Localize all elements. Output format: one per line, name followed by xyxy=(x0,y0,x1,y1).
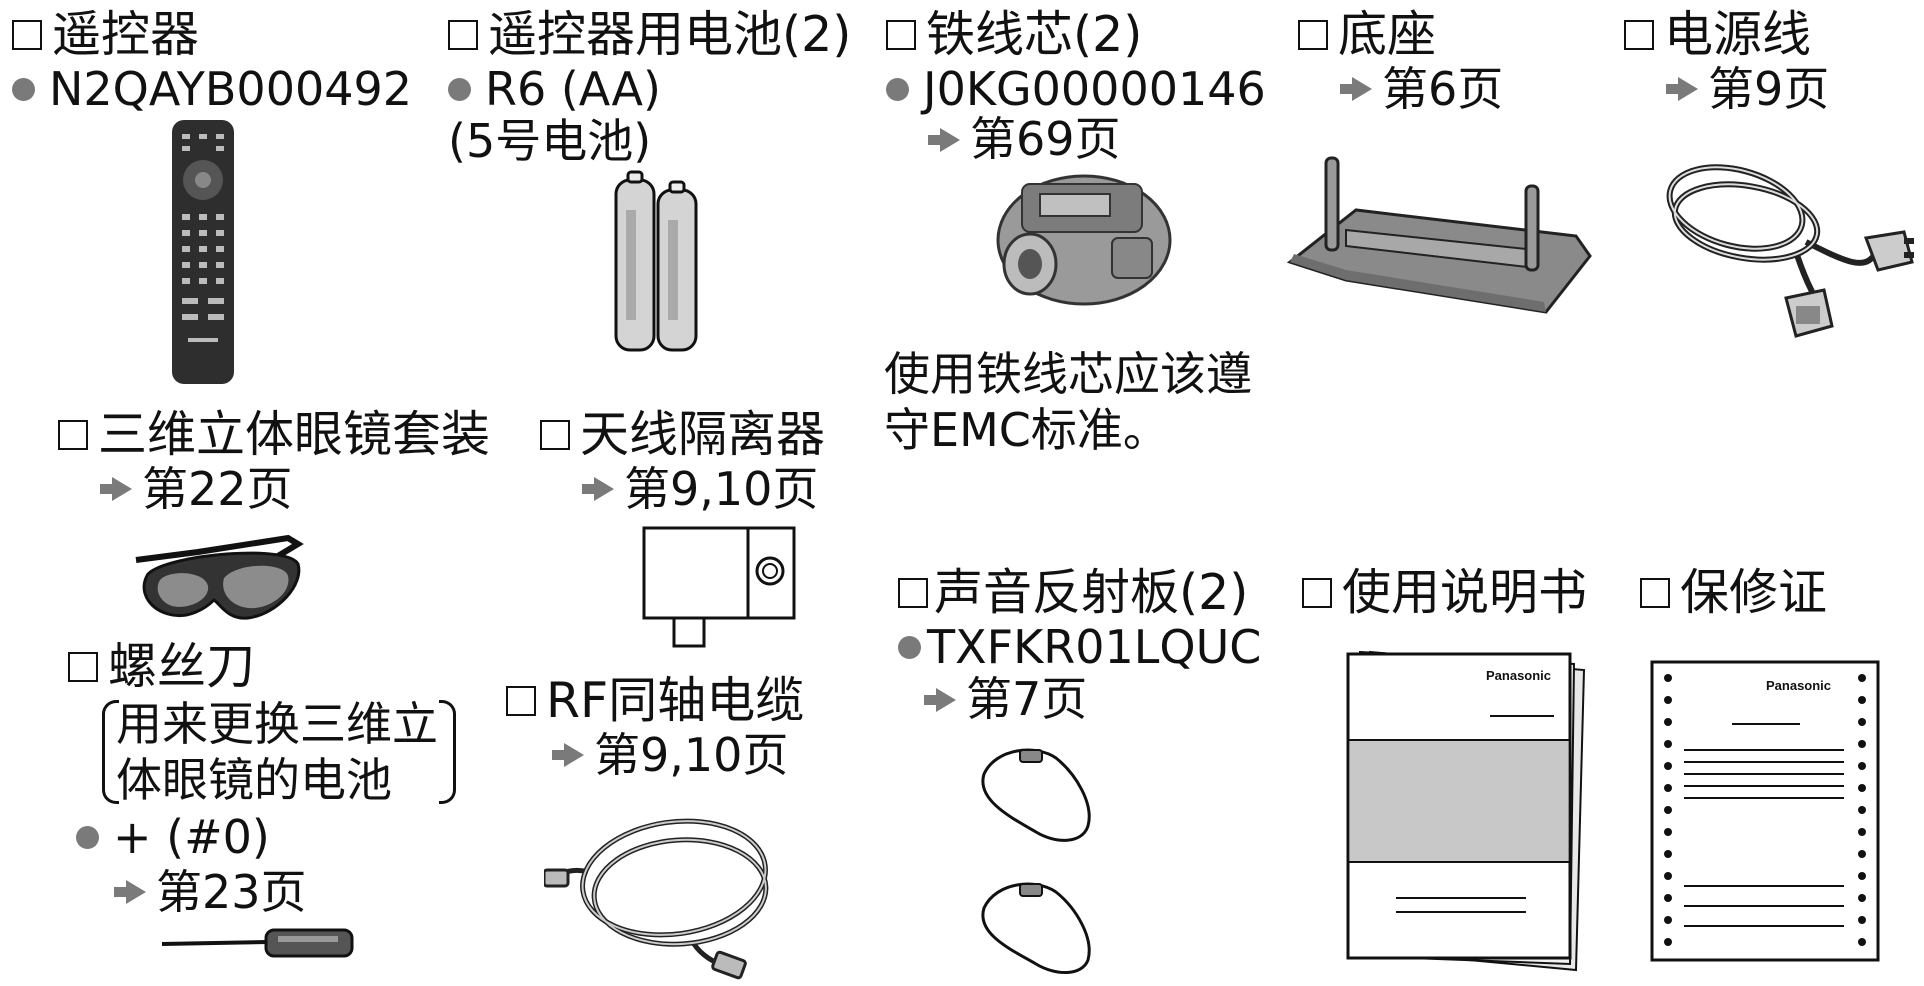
item-title: 天线隔离器 xyxy=(580,406,826,463)
arrow-icon xyxy=(922,687,962,712)
arrow-icon xyxy=(1338,77,1378,102)
arrow-icon xyxy=(550,743,590,768)
model-number: J0KG00000146 xyxy=(923,61,1266,116)
model-number: + (#0) xyxy=(113,810,270,865)
page-reference: 第22页 xyxy=(142,461,293,516)
note-line: 体眼镜的电池 xyxy=(116,753,392,807)
battery-icon xyxy=(614,170,698,352)
item-3d-glasses: 三维立体眼镜套装 第22页 xyxy=(58,408,490,514)
page-reference: 第9,10页 xyxy=(594,727,789,782)
checkbox xyxy=(1298,19,1328,50)
screwdriver-icon xyxy=(161,928,354,958)
checkbox xyxy=(448,19,478,50)
checkbox xyxy=(886,19,916,50)
item-title: 螺丝刀 xyxy=(108,638,256,695)
item-stand: 底座 第6页 xyxy=(1298,8,1503,114)
paren-note: 用来更换三维立 体眼镜的电池 xyxy=(102,696,456,808)
antenna-isolator-icon xyxy=(642,526,796,648)
manual-icon: Panasonic xyxy=(1346,650,1586,972)
item-title: 遥控器 xyxy=(52,6,200,63)
warranty-card-icon: Panasonic xyxy=(1650,660,1880,962)
item-rf-cable: RF同轴电缆 第9,10页 xyxy=(506,674,804,780)
item-title: 电源线 xyxy=(1664,6,1812,63)
item-note: (5号电池) xyxy=(448,114,652,169)
ferrite-note: 使用铁线芯应该遵 守EMC标准。 xyxy=(884,346,1252,458)
arrow-icon xyxy=(1664,77,1704,102)
item-title: 遥控器用电池(2) xyxy=(488,6,852,63)
item-title: RF同轴电缆 xyxy=(546,672,805,729)
item-ferrite-core: 铁线芯(2) J0KG00000146 第69页 xyxy=(886,8,1266,165)
item-title: 底座 xyxy=(1338,6,1437,63)
coax-cable-icon xyxy=(544,818,769,980)
page-reference: 第9,10页 xyxy=(624,461,819,516)
item-warranty: 保修证 xyxy=(1640,566,1827,620)
tv-stand-icon xyxy=(1286,156,1592,314)
checkbox xyxy=(68,651,98,682)
checkbox xyxy=(1302,577,1332,608)
model-number: N2QAYB000492 xyxy=(49,61,413,116)
bullet-dot xyxy=(898,635,921,659)
item-remote: 遥控器 N2QAYB000492 xyxy=(12,8,412,114)
checkbox xyxy=(1624,19,1654,50)
page-reference: 第9页 xyxy=(1708,61,1830,116)
ferrite-core-icon xyxy=(996,174,1172,306)
page-reference: 第7页 xyxy=(966,672,1088,727)
checkbox xyxy=(506,685,536,716)
checkbox xyxy=(12,19,42,50)
power-cord-icon xyxy=(1666,164,1914,338)
checkbox xyxy=(58,419,88,450)
arrow-icon xyxy=(580,477,620,502)
checkbox xyxy=(1640,577,1670,608)
checkbox xyxy=(898,577,928,608)
page-reference: 第69页 xyxy=(970,112,1121,167)
brand-logo: Panasonic xyxy=(1486,668,1551,683)
item-screwdriver: 螺丝刀 用来更换三维立 体眼镜的电池 + (#0) 第23页 xyxy=(68,640,456,917)
arrow-icon xyxy=(112,880,152,904)
checkbox xyxy=(540,419,570,450)
note-line: 用来更换三维立 xyxy=(116,696,438,751)
item-sound-reflector: 声音反射板(2) TXFKR01LQUC 第7页 xyxy=(898,566,1261,725)
page-reference: 第6页 xyxy=(1382,61,1504,116)
item-manual: 使用说明书 xyxy=(1302,566,1587,620)
model-number: R6 (AA) xyxy=(485,61,661,116)
item-batteries: 遥控器用电池(2) R6 (AA) (5号电池) xyxy=(448,8,851,167)
note-line: 使用铁线芯应该遵 xyxy=(884,347,1252,401)
item-title: 保修证 xyxy=(1680,564,1828,621)
bullet-dot xyxy=(12,77,35,101)
note-line: 守EMC标准。 xyxy=(884,403,1169,458)
bullet-dot xyxy=(448,77,471,101)
item-title: 三维立体眼镜套装 xyxy=(98,406,491,463)
item-title: 铁线芯(2) xyxy=(926,6,1143,63)
item-title: 使用说明书 xyxy=(1342,564,1588,621)
remote-control-icon xyxy=(172,120,234,384)
page-reference: 第23页 xyxy=(156,864,307,919)
model-number: TXFKR01LQUC xyxy=(927,619,1262,674)
item-power-cord: 电源线 第9页 xyxy=(1624,8,1829,114)
brand-logo: Panasonic xyxy=(1766,678,1831,693)
bullet-dot xyxy=(886,77,909,101)
sound-reflector-icon xyxy=(981,748,1091,975)
item-antenna-isolator: 天线隔离器 第9,10页 xyxy=(540,408,825,514)
arrow-icon xyxy=(98,477,138,502)
arrow-icon xyxy=(926,127,966,152)
bullet-dot xyxy=(76,825,99,849)
3d-glasses-icon xyxy=(135,534,304,620)
item-title: 声音反射板(2) xyxy=(934,564,1249,621)
